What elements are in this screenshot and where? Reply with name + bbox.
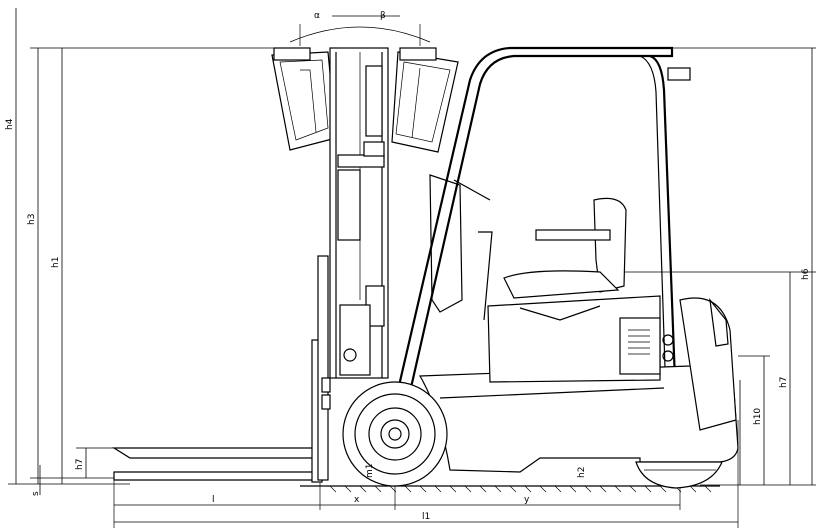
label-h1: h1 (51, 257, 61, 268)
label-x: x (354, 495, 360, 505)
label-h10: h10 (753, 408, 763, 425)
left-dimension-lines (8, 8, 300, 495)
label-l: l (212, 495, 215, 505)
right-dimension-lines (610, 47, 816, 486)
operator-seat (503, 197, 627, 299)
mast-tilt-forward (391, 47, 459, 153)
label-l1: l1 (422, 512, 430, 522)
label-h7: h7 (779, 377, 789, 388)
rear-wheel (635, 461, 723, 489)
label-y: y (524, 495, 530, 505)
label-h2: h2 (577, 467, 587, 478)
label-h7-fork: h7 (75, 459, 85, 470)
dimension-labels: h4 h3 h1 h6 h7 h10 h7 h2 m1 s l x y l1 α… (5, 11, 811, 522)
label-h4: h4 (5, 118, 15, 130)
front-wheel (342, 381, 448, 487)
ground (300, 485, 720, 493)
forks (111, 255, 331, 483)
label-h3: h3 (27, 214, 37, 225)
label-beta: β (380, 11, 386, 21)
label-alpha: α (314, 11, 320, 21)
mast-tilt-back (271, 47, 337, 151)
label-s: s (31, 491, 41, 496)
mast-upright (289, 15, 431, 379)
overhead-guard (396, 46, 691, 461)
label-h6: h6 (801, 268, 811, 280)
chassis (418, 295, 739, 473)
label-m1: m1 (365, 464, 375, 479)
